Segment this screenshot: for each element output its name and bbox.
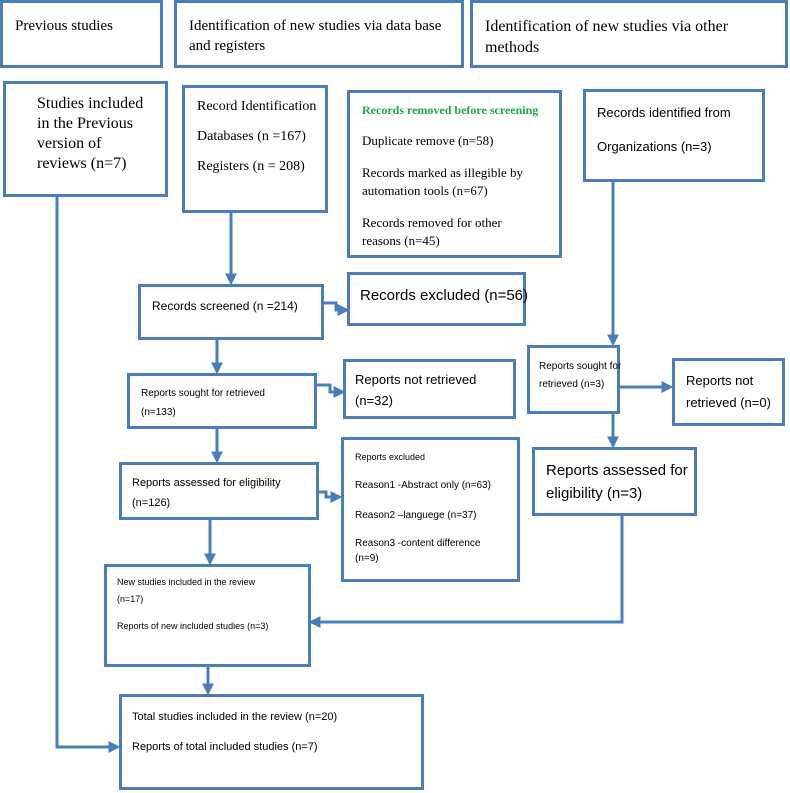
arrow-other-assessed-to-new-included (308, 515, 624, 628)
other-reports-sought-box: Reports sought for retrieved (n=3) (527, 345, 622, 414)
records-screened-box: Records screened (n =214) (138, 284, 324, 340)
reports-assessed-line2: (n=126) (132, 497, 171, 509)
record-identification-databases: Databases (n =167) (197, 129, 306, 144)
previous-included-line4: reviews (n=7) (37, 155, 127, 172)
arrow-previous-to-total (55, 196, 121, 753)
arrow-assessed-to-reports-excluded (318, 490, 343, 503)
reports-sought-box: Reports sought for retrieved (n=133) (127, 373, 317, 429)
removed-other-line2: reasons (n=45) (362, 233, 440, 248)
other-reports-sought-line1: Reports sought for (539, 361, 622, 372)
arrow-sought-to-not-retrieved (316, 383, 346, 398)
header-previous-label: Previous studies (15, 18, 113, 34)
reports-assessed-line1: Reports assessed for eligibility (132, 477, 281, 489)
reports-sought-line2: (n=133) (141, 407, 176, 418)
header-databases-line2: and registers (189, 38, 266, 54)
reports-excluded-reason3-line1: Reason3 -content difference (355, 538, 481, 549)
reports-excluded-box: Reports excluded Reason1 -Abstract only … (341, 437, 520, 582)
reports-sought-line1: Reports sought for retrieved (141, 388, 265, 399)
records-excluded-label: Records excluded (n=56) (360, 287, 529, 304)
organizations-line2: Organizations (n=3) (597, 139, 712, 154)
record-identification-title: Record Identification (197, 99, 317, 114)
header-previous-studies: Previous studies (0, 0, 163, 68)
record-identification-box: Record Identification Databases (n =167)… (182, 85, 328, 213)
previous-studies-included-box: Studies included in the Previous version… (3, 81, 168, 197)
reports-not-retrieved-line2: (n=32) (355, 393, 393, 408)
arrow-screened-to-excluded (323, 301, 350, 316)
organizations-line1: Records identified from (597, 105, 731, 120)
other-reports-sought-line2: retrieved (n=3) (539, 379, 605, 390)
header-databases-registers: Identification of new studies via data b… (174, 0, 464, 68)
total-studies-included-box: Total studies included in the review (n=… (119, 694, 424, 790)
records-excluded-box: Records excluded (n=56) (347, 272, 529, 326)
other-reports-assessed-box: Reports assessed for eligibility (n=3) (532, 447, 697, 516)
previous-included-line1: Studies included (37, 95, 144, 112)
new-included-line1: New studies included in the review (117, 577, 256, 587)
reports-excluded-reason2: Reason2 –languege (n=37) (355, 510, 477, 521)
removed-before-screening-box: Records removed before screening Duplica… (347, 90, 562, 258)
reports-excluded-reason3-line2: (n=9) (355, 553, 379, 564)
header-other-methods: Identification of new studies via other … (470, 0, 788, 68)
removed-other-line1: Records removed for other (362, 215, 502, 230)
records-screened-label: Records screened (n =214) (152, 299, 298, 313)
record-identification-registers: Registers (n = 208) (197, 159, 305, 174)
reports-not-retrieved-line1: Reports not retrieved (355, 372, 477, 387)
reports-excluded-reason1: Reason1 -Abstract only (n=63) (355, 480, 491, 491)
other-reports-not-retrieved-line1: Reports not (686, 373, 754, 388)
organizations-box: Records identified from Organizations (n… (583, 89, 765, 182)
other-reports-assessed-line2: eligibility (n=3) (546, 485, 643, 502)
previous-included-line3: version of (37, 135, 102, 152)
reports-not-retrieved-box: Reports not retrieved (n=32) (343, 359, 516, 419)
total-included-line2: Reports of total included studies (n=7) (132, 741, 318, 753)
new-studies-included-box: New studies included in the review (n=17… (104, 564, 311, 667)
removed-duplicate: Duplicate remove (n=58) (362, 133, 494, 148)
header-databases-line1: Identification of new studies via data b… (189, 18, 442, 34)
removed-illegible-line2: automation tools (n=67) (362, 183, 488, 198)
header-other-line1: Identification of new studies via other (485, 18, 729, 35)
previous-included-line2: in the Previous (37, 115, 133, 132)
new-included-line2: (n=17) (117, 594, 144, 604)
reports-assessed-box: Reports assessed for eligibility (n=126) (119, 462, 319, 520)
other-reports-assessed-line1: Reports assessed for (546, 462, 688, 479)
total-included-line1: Total studies included in the review (n=… (132, 711, 338, 723)
other-reports-not-retrieved-line2: retrieved (n=0) (686, 395, 771, 410)
header-other-line2: methods (485, 39, 540, 56)
removed-before-screening-title: Records removed before screening (362, 103, 539, 117)
reports-excluded-title: Reports excluded (355, 452, 426, 462)
removed-illegible-line1: Records marked as illegible by (362, 165, 524, 180)
other-reports-not-retrieved-box: Reports not retrieved (n=0) (672, 358, 785, 426)
new-included-line3: Reports of new included studies (n=3) (117, 621, 269, 631)
